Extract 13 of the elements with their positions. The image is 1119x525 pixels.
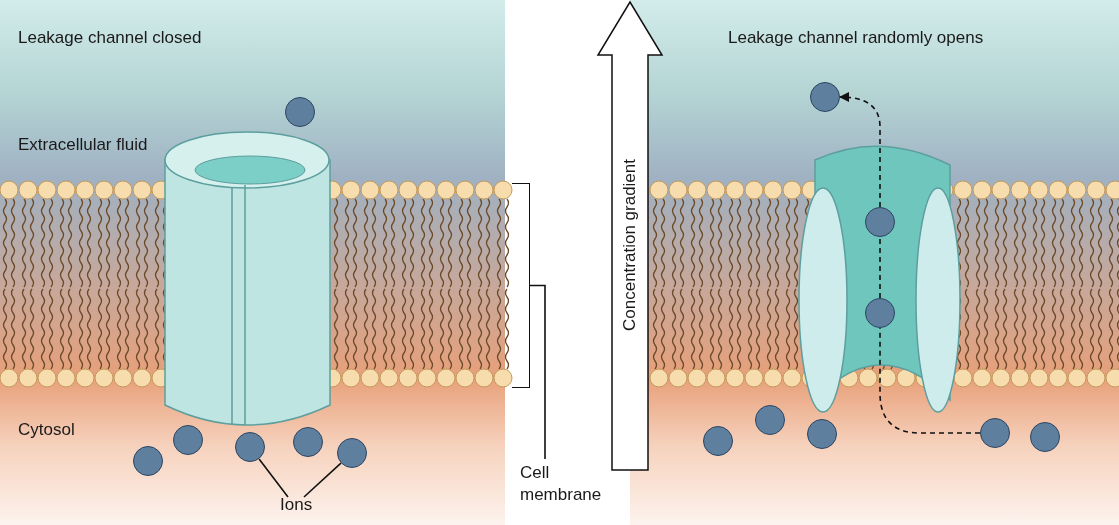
leader-line bbox=[303, 462, 342, 498]
bracket bbox=[512, 183, 530, 388]
callout-label: Cell membrane bbox=[520, 462, 620, 506]
arrow bbox=[839, 92, 881, 208]
arrow-label: Concentration gradient bbox=[620, 159, 640, 331]
panel-title: Leakage channel closed bbox=[18, 28, 202, 48]
leader-line bbox=[258, 458, 289, 498]
leader-line bbox=[879, 236, 881, 299]
region-label: Cytosol bbox=[18, 420, 75, 440]
panel-title: Leakage channel randomly opens bbox=[728, 28, 984, 48]
region-label: Extracellular fluid bbox=[18, 135, 148, 155]
leader-line bbox=[529, 284, 546, 460]
callout-label: Ions bbox=[280, 495, 313, 515]
